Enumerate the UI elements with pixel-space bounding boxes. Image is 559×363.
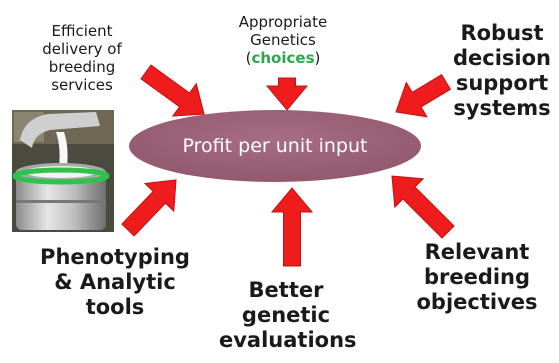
genetics-close-paren: ) <box>314 49 321 67</box>
robust-line: support <box>455 71 549 95</box>
efficient-delivery-line: Efficient <box>51 22 113 40</box>
better-evaluations-line: evaluations <box>219 328 357 352</box>
genetics-open-paren: ( <box>245 49 252 67</box>
robust-label: Robust decision support systems <box>446 21 558 121</box>
robust-line: decision <box>453 46 551 70</box>
efficient-delivery-line: breeding <box>48 58 116 76</box>
arrow-better-evaluations <box>270 187 314 267</box>
genetics-line: Genetics <box>250 31 316 49</box>
robust-line: systems <box>453 96 551 120</box>
arrow-genetics <box>265 77 309 111</box>
phenotyping-label: Phenotyping & Analytic tools <box>30 245 200 320</box>
robust-line: Robust <box>460 21 544 45</box>
genetics-line: Appropriate <box>238 13 328 31</box>
arrow-relevant-objectives <box>391 175 455 239</box>
center-label: Profit per unit input <box>182 135 368 157</box>
phenotyping-line: tools <box>85 295 145 319</box>
phenotyping-line: Phenotyping <box>40 245 190 269</box>
genetics-choices-line: (choices) <box>220 49 346 67</box>
relevant-objectives-label: Relevant breeding objectives <box>402 240 552 315</box>
efficient-delivery-label: Efficient delivery of breeding services <box>20 22 144 94</box>
arrow-robust <box>395 74 452 118</box>
relevant-objectives-line: breeding <box>423 265 531 289</box>
genetics-label: Appropriate Genetics (choices) <box>220 13 346 67</box>
center-ellipse <box>129 110 421 182</box>
relevant-objectives-line: objectives <box>416 290 538 314</box>
relevant-objectives-line: Relevant <box>424 240 530 264</box>
efficient-delivery-line: delivery of <box>42 40 122 58</box>
genetics-choices-highlight: choices <box>251 49 315 67</box>
efficient-delivery-line: services <box>51 76 113 94</box>
phenotyping-line: & Analytic <box>54 270 176 294</box>
arrow-phenotyping <box>121 179 177 237</box>
arrows-group <box>121 64 455 267</box>
arrow-efficient-delivery <box>140 64 205 117</box>
milk-can-photo <box>12 110 114 232</box>
better-evaluations-label: Better genetic evaluations <box>219 278 357 353</box>
better-evaluations-line: Better <box>248 278 324 302</box>
better-evaluations-line: genetic <box>241 303 331 327</box>
